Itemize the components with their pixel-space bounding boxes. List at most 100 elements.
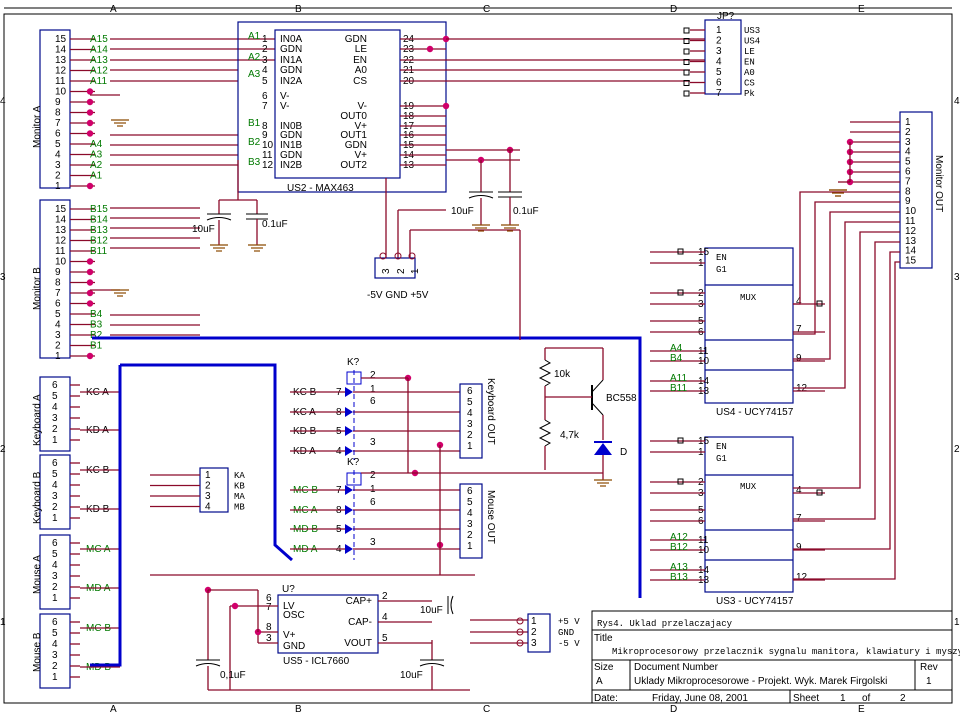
keyboard-out-connector	[459, 383, 483, 459]
us2-net-label: B1	[248, 118, 261, 129]
connector-pin-number: 4	[55, 150, 61, 161]
mouse-out-pin-number: 5	[467, 497, 473, 508]
zone-col-top: B	[295, 4, 302, 15]
monitor-out-pin-number: 12	[905, 226, 917, 237]
cap-10uf-bottom-label: 10uF	[400, 670, 423, 681]
us2-left-pin-name: IN0B	[280, 121, 303, 132]
us2-left-pin-name: IN2B	[280, 160, 303, 171]
pin-circle	[408, 252, 416, 260]
mux-terminal	[677, 289, 684, 296]
connector-pin-number: 12	[55, 66, 67, 77]
zone-row-left: 4	[0, 96, 6, 107]
kbsel-pin-label: KB	[234, 482, 245, 492]
transistor-bc558: BC558	[545, 347, 637, 440]
us5-right-pin-name: VOUT	[344, 638, 372, 649]
monitor-out-pin-number: 8	[905, 186, 911, 197]
km-pin-number: 6	[52, 380, 58, 391]
kbsel-pin-number: 1	[205, 470, 211, 481]
km-pin-number: 3	[52, 650, 58, 661]
mouse-out-pin-number: 1	[467, 541, 473, 552]
us5-left-pin-number: 8	[266, 622, 272, 633]
docnum-value: Uklady Mikroprocesorowe - Projekt. Wyk. …	[634, 676, 887, 687]
km-pin-number: 5	[52, 391, 58, 402]
connector-net-label: A14	[90, 45, 108, 56]
connector-net-label: A3	[90, 150, 103, 161]
cap-10uf-right-label: 10uF	[451, 206, 474, 217]
transistor-label: BC558	[606, 393, 637, 404]
title-block: Rys4. Uklad przelaczajacy Title Mikropro…	[591, 610, 960, 704]
jp-pin-number: 5	[716, 67, 722, 78]
us2-right-pin-name: V-	[358, 101, 367, 112]
us5-right-pin-name: CAP+	[346, 596, 373, 607]
connector-pin-number: 15	[55, 34, 67, 45]
connector-pin-number: 2	[55, 171, 61, 182]
connector-net-label: A12	[90, 66, 108, 77]
zone-row-right: 2	[954, 444, 960, 455]
us2-net-label: A3	[248, 69, 261, 80]
kbsel-pin-number: 4	[205, 502, 211, 513]
km-pin-number: 2	[52, 502, 58, 513]
us2-right-pin-name: OUT1	[340, 130, 367, 141]
connector-net-label: A4	[90, 139, 103, 150]
sheet-number: 1	[840, 693, 846, 704]
relay-pin-right: 1	[370, 384, 376, 395]
kbsel-pin-number: 2	[205, 481, 211, 492]
us2-net-label: A1	[248, 31, 261, 42]
zone-col-top: C	[483, 4, 490, 15]
us2-left-pin-number: 12	[262, 160, 274, 171]
keyboard-out-pin-number: 5	[467, 397, 473, 408]
us2-left-pin-number: 9	[262, 130, 268, 141]
zone-col-bottom: A	[110, 704, 117, 713]
km-pin-number: 1	[52, 435, 58, 446]
us2-right-pin-name: LE	[355, 44, 368, 55]
junction-dot	[231, 602, 239, 610]
us5-left-pin-name: V+	[283, 630, 296, 641]
jp-pin-terminal	[683, 27, 690, 34]
km-pin-number: 1	[52, 513, 58, 524]
mouse-out-pin-number: 3	[467, 519, 473, 530]
us2-right-pin-name: GDN	[345, 34, 367, 45]
pin-circle	[516, 628, 524, 636]
cap-01uf-right-label: 0.1uF	[513, 206, 539, 217]
us2-left-pin-name: GDN	[280, 130, 302, 141]
diode-label: D	[620, 447, 627, 458]
connector-pin-number: 6	[55, 299, 61, 310]
monitor-out-pin-number: 1	[905, 117, 911, 128]
r-10k-label: 10k	[554, 369, 571, 380]
mux-output-wire	[793, 201, 900, 335]
mux-terminal	[677, 478, 684, 485]
zone-col-bottom: B	[295, 704, 302, 713]
relay-contact	[345, 387, 353, 397]
junction-dot	[86, 279, 94, 286]
km-pin-number: 5	[52, 469, 58, 480]
connector-pin-number: 2	[55, 341, 61, 352]
jp-pin-number: 1	[716, 25, 722, 36]
us5-left-pin-name: LV	[283, 601, 295, 612]
us2-left-pin-name: IN2A	[280, 76, 303, 87]
us2-left-pin-name: IN1A	[280, 55, 303, 66]
mux-out-pin-number: 4	[796, 296, 802, 307]
connector-pin-number: 15	[55, 204, 67, 215]
connector-pin-number: 3	[55, 330, 61, 341]
jp-pin-label: CS	[744, 79, 755, 89]
relay-pin-right: 6	[370, 497, 376, 508]
zone-row-right: 4	[954, 96, 960, 107]
km-pin-number: 3	[52, 413, 58, 424]
monitor-out-title: Monitor OUT	[933, 155, 944, 212]
connector-pin-number: 14	[55, 45, 67, 56]
relay-pin-right: 6	[370, 396, 376, 407]
mux-output-wire	[793, 261, 900, 580]
docnum-label: Document Number	[634, 662, 719, 673]
bus-monitor	[92, 336, 642, 598]
monitor-out-pin-number: 7	[905, 176, 911, 187]
km-pin-number: 1	[52, 593, 58, 604]
us2-right-pin-name: GDN	[345, 140, 367, 151]
us4-g1: G1	[716, 265, 727, 275]
us5-left-pin-number: 7	[266, 602, 272, 613]
bus-left	[90, 365, 122, 667]
us2-left-pin-name: V-	[280, 91, 289, 102]
